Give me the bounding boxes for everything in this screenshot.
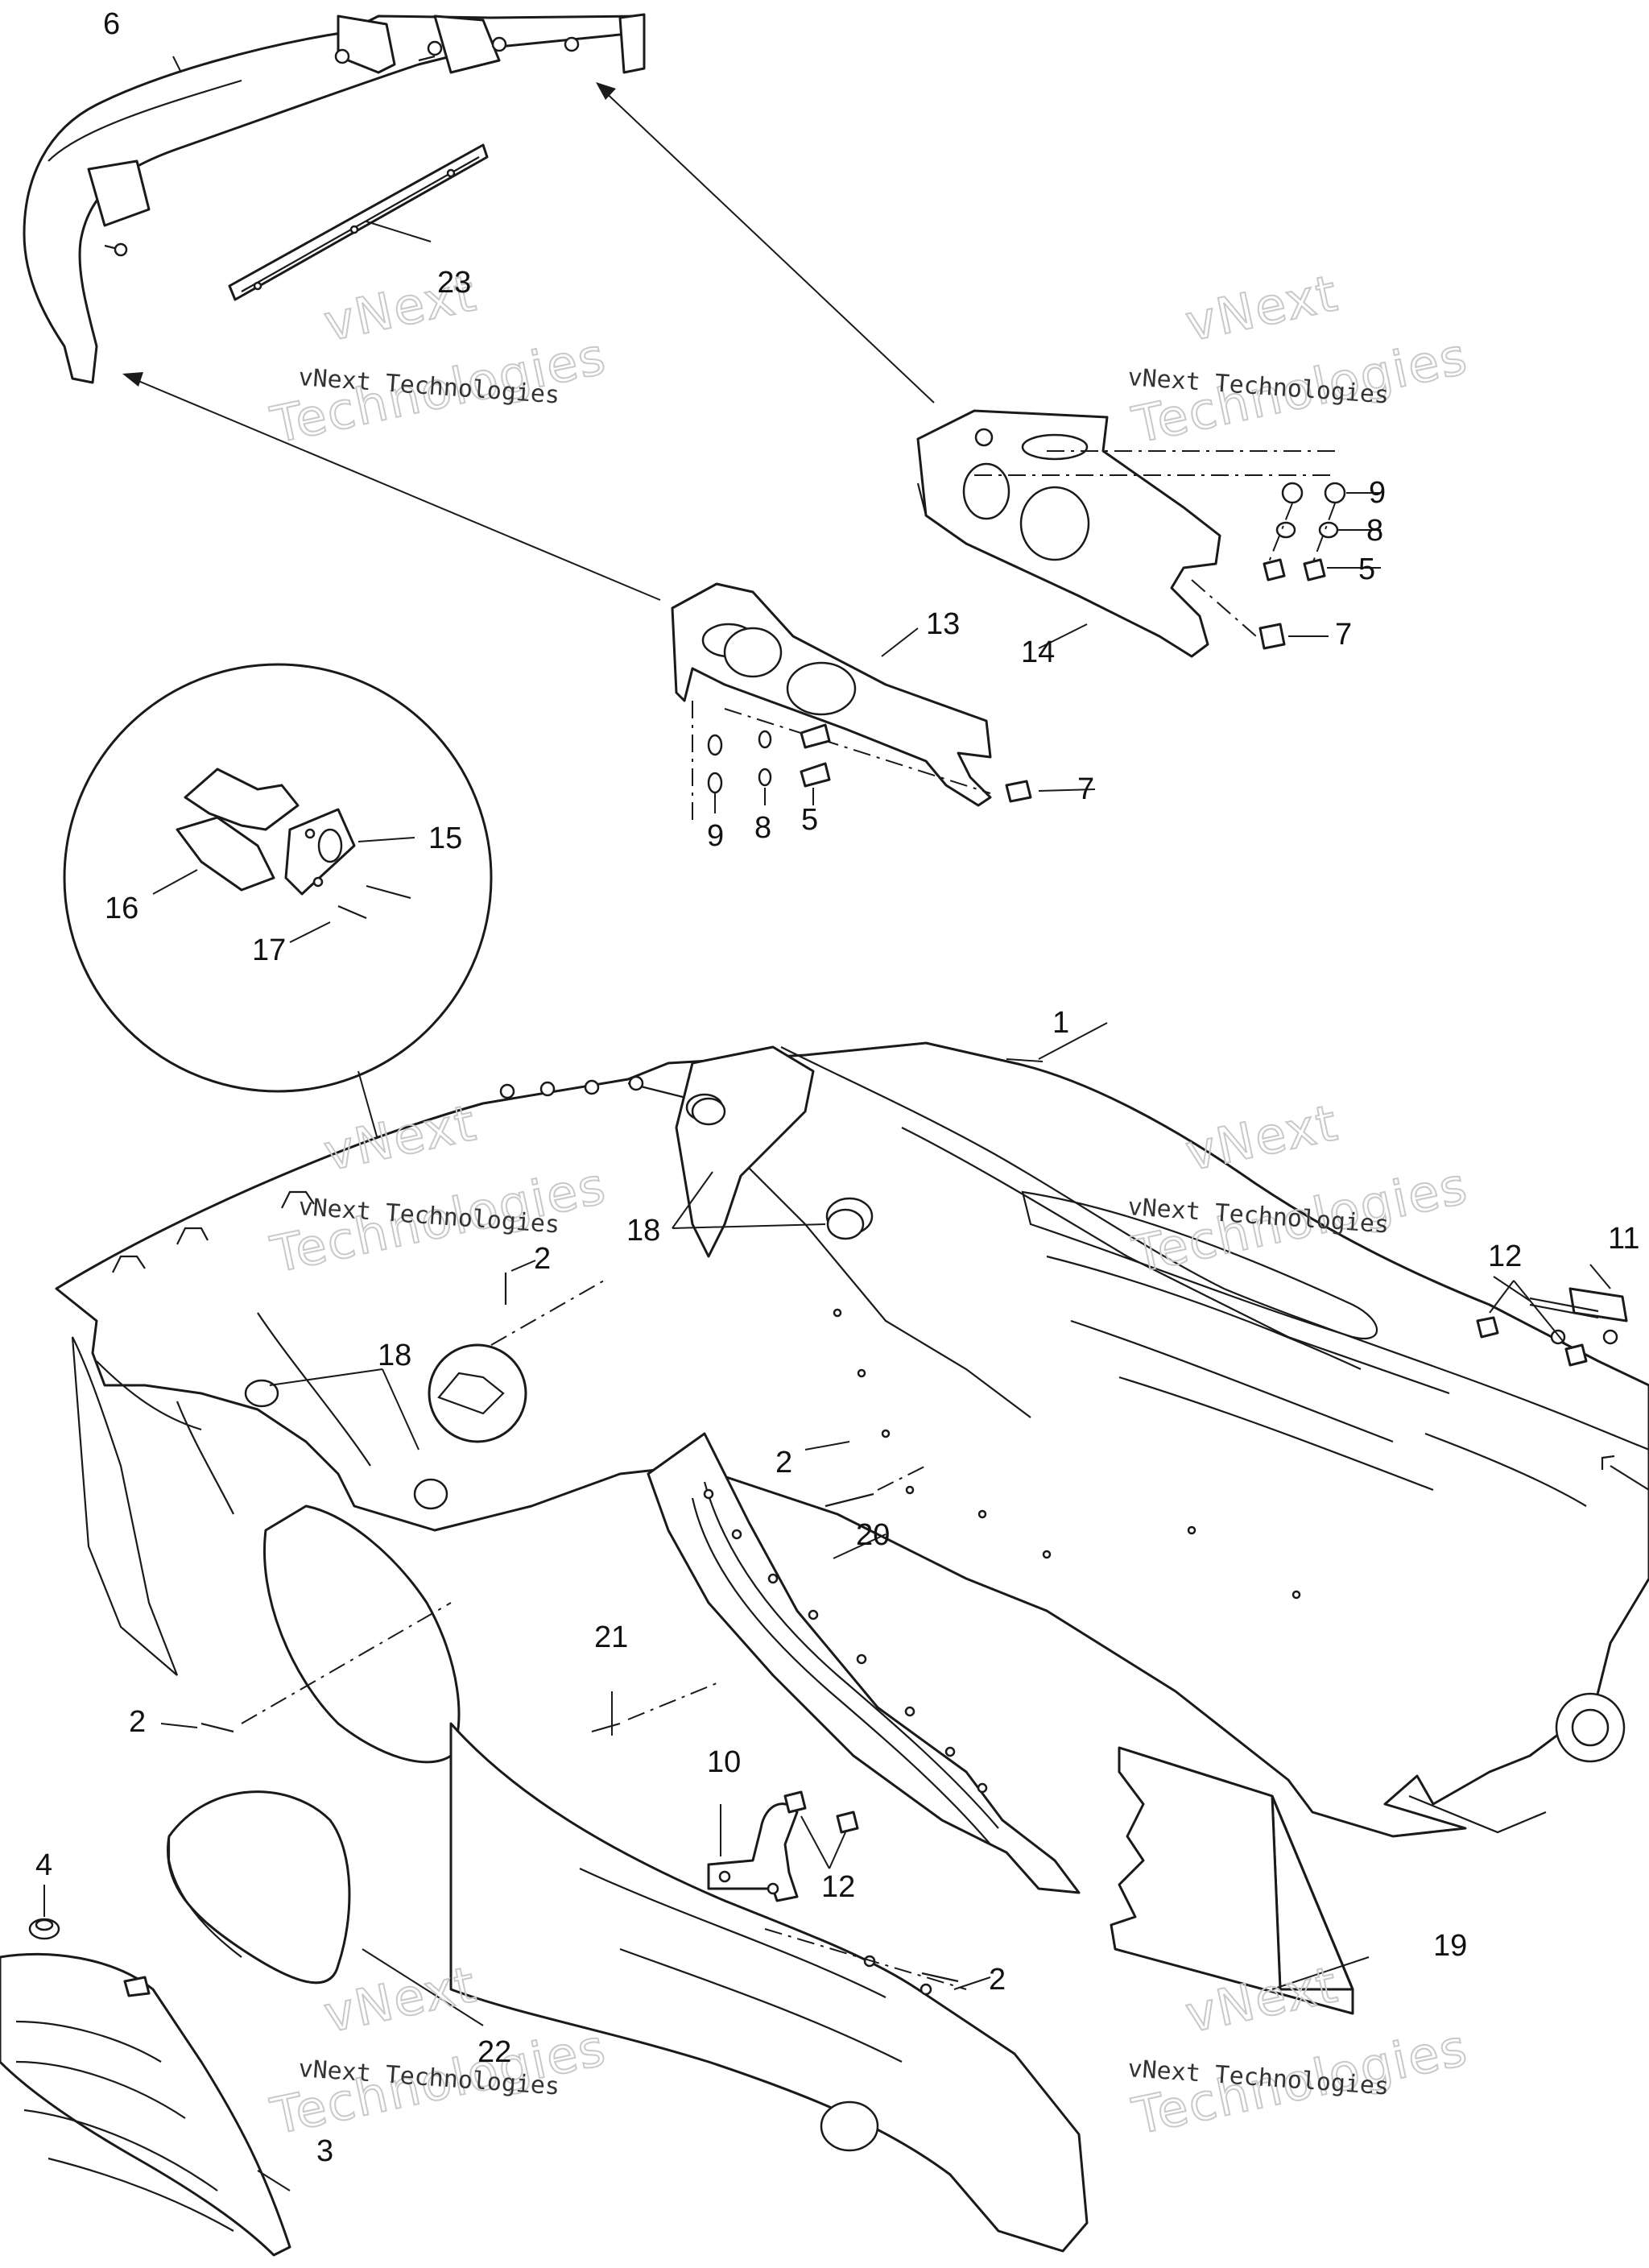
callout-12: 12 [821, 1870, 855, 1904]
part-1-body [55, 1041, 1649, 1838]
svg-text:vNext: vNext [1180, 263, 1343, 353]
callout-7: 7 [1335, 618, 1352, 652]
part-14-hardware [1258, 482, 1381, 650]
callout-19: 19 [1433, 1929, 1467, 1963]
callout-13: 13 [926, 607, 960, 641]
callout-9: 9 [707, 819, 724, 853]
callout-16: 16 [105, 892, 138, 925]
callout-7: 7 [1077, 772, 1094, 806]
part-13-bracket [671, 582, 992, 807]
watermark-top-right: vNext Technologies [1126, 263, 1473, 456]
part-13-hardware [692, 701, 1096, 822]
part-6-rear-bumper [23, 13, 646, 384]
part-23-strip [228, 143, 489, 301]
svg-text:vNext: vNext [319, 1955, 481, 2044]
part-3-side-panel [0, 1952, 291, 2257]
callout-17: 17 [252, 933, 286, 967]
part-18-plugs [244, 1097, 865, 1510]
svg-text:vNext: vNext [1180, 1093, 1343, 1182]
callout-8: 8 [1366, 514, 1383, 548]
callout-18: 18 [626, 1214, 660, 1248]
callout-20: 20 [856, 1518, 890, 1552]
part-22-disc [167, 1790, 351, 1984]
callout-3: 3 [316, 2134, 333, 2168]
callout-12: 12 [1488, 1240, 1522, 1273]
leader-lines [43, 56, 1611, 2191]
callout-14: 14 [1021, 635, 1055, 669]
callout-2: 2 [129, 1705, 146, 1739]
part-1-lower-side [449, 1722, 1089, 2253]
callout-8: 8 [754, 811, 771, 845]
callout-15: 15 [428, 822, 462, 855]
callout-5: 5 [801, 803, 818, 837]
callout-5: 5 [1358, 553, 1375, 586]
callout-2: 2 [989, 1963, 1006, 1997]
detail-circle [63, 663, 493, 1093]
callout-21: 21 [594, 1620, 628, 1654]
assembly-arrows [122, 82, 935, 601]
callout-9: 9 [1369, 476, 1386, 510]
part-20-rail [647, 1432, 1081, 1894]
part-4-grommet [28, 1918, 60, 1940]
part-19-pad [1110, 1746, 1354, 2015]
watermark-top-left: vNext Technologies [265, 263, 612, 456]
callout-2: 2 [775, 1446, 792, 1480]
callout-1: 1 [1052, 1006, 1069, 1040]
callout-18: 18 [378, 1339, 411, 1372]
callout-10: 10 [707, 1745, 741, 1779]
part-10-bracket [707, 1802, 799, 1902]
callout-labels: 1 2 2 2 2 3 4 5 5 6 7 7 8 8 9 9 10 11 12… [35, 7, 1639, 2168]
part-14-bracket [916, 409, 1337, 658]
part-12-nuts [783, 1316, 1588, 1834]
callout-11: 11 [1608, 1222, 1639, 1256]
rivets [200, 1273, 959, 1983]
callout-23: 23 [437, 266, 471, 300]
callout-4: 4 [35, 1848, 52, 1882]
body-detail-circle [428, 1343, 527, 1443]
callout-2: 2 [534, 1242, 551, 1276]
callout-6: 6 [103, 7, 120, 41]
callout-22: 22 [477, 2035, 511, 2069]
